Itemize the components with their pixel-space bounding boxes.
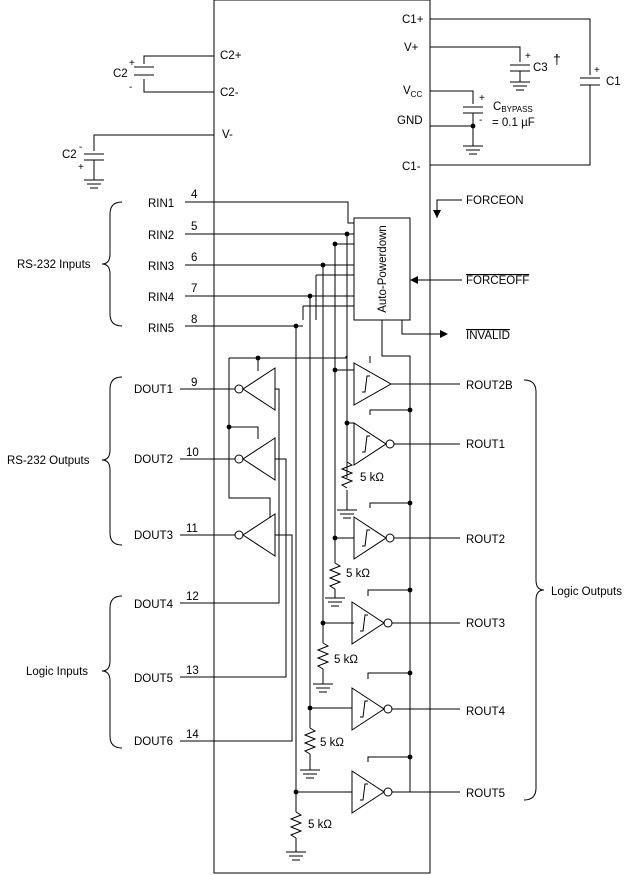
resistor-1: 5 kΩ	[337, 461, 384, 519]
pin-rout5-label: ROUT5	[466, 788, 505, 800]
brace-rs232-outputs	[101, 376, 123, 546]
brace-rs232-inputs	[101, 201, 123, 327]
driver-dout1	[180, 367, 276, 411]
pin-dout4-label: DOUT4	[134, 599, 174, 611]
pin-num-6: 6	[191, 252, 197, 264]
group-logic-inputs: Logic Inputs	[26, 666, 88, 678]
c2-bottom-label: C2	[62, 149, 77, 161]
brace-logic-outputs	[523, 379, 545, 801]
c2-bottom-plus: +	[78, 162, 84, 173]
c2-bottom-capacitor: C2 - +	[62, 134, 214, 189]
pin-gnd-label: GND	[397, 115, 423, 127]
pin-num-7: 7	[191, 283, 197, 295]
forceoff-label: FORCEOFF	[466, 275, 529, 287]
receiver-rout3	[351, 601, 460, 645]
brace-logic-inputs	[101, 595, 123, 749]
driver-dout3	[180, 513, 276, 557]
receiver-rout2	[353, 516, 460, 560]
pin-rin4-label: RIN4	[148, 292, 175, 304]
c2-bottom-minus: -	[79, 142, 82, 153]
driver-dout2	[180, 437, 276, 481]
pin-num-8: 8	[191, 314, 197, 326]
pin-vcc-label: VCC	[403, 85, 422, 99]
group-rs232-inputs: RS-232 Inputs	[17, 259, 91, 271]
resistor-2-label: 5 kΩ	[346, 568, 370, 580]
c3-capacitor: C3 † +	[430, 46, 561, 91]
forceon-label: FORCEON	[466, 195, 524, 207]
pin-rout3-label: ROUT3	[466, 618, 505, 630]
pin-num-14: 14	[186, 729, 199, 741]
pin-rout2b-label: ROUT2B	[466, 380, 513, 392]
invalid-label: INVALID	[466, 330, 510, 342]
c1-plus: +	[594, 65, 600, 76]
pin-dout3-label: DOUT3	[134, 530, 173, 542]
resistor-4: 5 kΩ	[300, 727, 344, 779]
pin-num-11: 11	[186, 523, 198, 535]
pin-c1m-label: C1-	[402, 161, 421, 173]
driver-enable-wiring	[226, 355, 347, 518]
pin-rout1-label: ROUT1	[466, 439, 505, 451]
logic-input-wiring	[180, 388, 293, 742]
pin-num-13: 13	[186, 665, 199, 677]
pin-vm-label: V-	[222, 129, 233, 141]
pin-num-12: 12	[186, 591, 199, 603]
pin-vp-label: V+	[404, 42, 419, 54]
rin-wiring	[185, 201, 354, 812]
c2-top-capacitor: C2 + -	[113, 55, 214, 93]
resistor-4-label: 5 kΩ	[320, 737, 344, 749]
resistor-1-label: 5 kΩ	[360, 472, 384, 484]
pin-dout2-label: DOUT2	[134, 454, 173, 466]
receiver-rout4	[351, 687, 460, 731]
auto-powerdown-block: Auto-Powerdown	[353, 217, 411, 321]
pin-rin5-label: RIN5	[148, 323, 174, 335]
cbypass-label: CBYPASS	[493, 101, 533, 114]
pin-dout6-label: DOUT6	[134, 736, 173, 748]
pin-dout1-label: DOUT1	[134, 384, 173, 396]
c3-dagger: †	[553, 51, 561, 67]
group-rs232-outputs: RS-232 Outputs	[7, 455, 90, 467]
cbypass-plus: +	[479, 93, 485, 104]
resistor-2: 5 kΩ	[325, 562, 370, 607]
c3-label: C3	[533, 62, 548, 74]
auto-powerdown-label: Auto-Powerdown	[377, 225, 389, 313]
pin-rout2-label: ROUT2	[466, 534, 505, 546]
c2-top-label: C2	[113, 68, 128, 80]
cbypass-minus: -	[479, 115, 482, 126]
pin-num-10: 10	[186, 447, 199, 459]
group-logic-outputs: Logic Outputs	[551, 586, 622, 598]
pin-c2p-label: C2+	[220, 50, 242, 62]
resistor-5: 5 kΩ	[286, 811, 332, 861]
c1-capacitor: C1 +	[430, 18, 621, 166]
receiver-rout2b	[353, 362, 460, 406]
cbypass-capacitor: + - CBYPASS = 0.1 µF	[430, 90, 535, 155]
cbypass-value: = 0.1 µF	[492, 117, 535, 129]
pin-rout4-label: ROUT4	[466, 706, 506, 718]
pin-c1p-label: C1+	[402, 14, 424, 26]
resistor-3-label: 5 kΩ	[334, 654, 358, 666]
c1-label: C1	[606, 76, 621, 88]
chip-outline	[213, 0, 431, 874]
pin-rin2-label: RIN2	[148, 230, 174, 242]
pin-rin1-label: RIN1	[148, 198, 174, 210]
pin-num-4: 4	[191, 189, 198, 201]
pin-dout5-label: DOUT5	[134, 673, 173, 685]
c2-top-plus: +	[129, 58, 135, 69]
receiver-rout1	[353, 422, 460, 466]
receiver-rout5	[351, 770, 460, 814]
receiver-enable-dots	[367, 356, 413, 762]
resistor-5-label: 5 kΩ	[308, 819, 332, 831]
c3-plus: +	[525, 51, 531, 62]
resistor-3: 5 kΩ	[313, 642, 358, 693]
pin-num-9: 9	[191, 377, 197, 389]
pin-num-5: 5	[191, 221, 197, 233]
pin-c2m-label: C2-	[220, 87, 239, 99]
pin-rin3-label: RIN3	[148, 261, 174, 273]
c2-top-minus: -	[129, 82, 132, 93]
